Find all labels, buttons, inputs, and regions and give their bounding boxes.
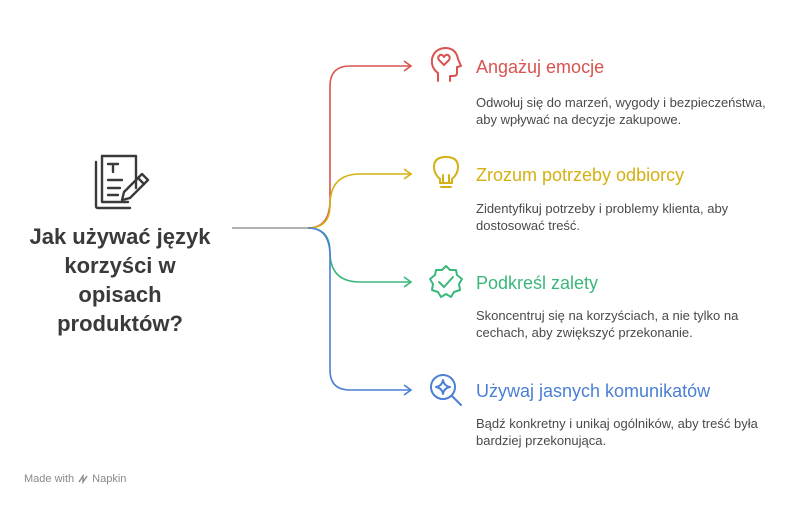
footer-attribution[interactable]: Made with Napkin — [24, 473, 126, 485]
footer-brand: Napkin — [92, 473, 127, 485]
arrow-head-2 — [403, 168, 413, 180]
branch-line-2 — [307, 173, 410, 229]
item-desc-3: Skoncentruj się na korzyściach, a nie ty… — [476, 308, 739, 340]
lightbulb-icon — [433, 156, 459, 188]
arrow-head-1 — [403, 60, 413, 72]
item-title-3: Podkreśl zalety — [476, 273, 599, 293]
badge-check-icon — [429, 265, 463, 298]
item-desc-1: Odwołuj się do marzeń, wygody i bezpiecz… — [476, 95, 766, 127]
footer-made-with: Made with — [24, 473, 75, 485]
item-desc-4: Bądź konkretny i unikaj ogólników, aby t… — [476, 416, 758, 448]
main-title-line-1: Jak używać język — [29, 224, 211, 249]
main-title: Jak używać język korzyści w opisach prod… — [0, 222, 240, 338]
head-heart-icon — [430, 47, 462, 82]
napkin-logo-icon — [78, 474, 88, 484]
item-title-1: Angażuj emocje — [476, 57, 605, 77]
main-title-line-3: opisach — [78, 282, 162, 307]
arrow-head-3 — [403, 276, 413, 288]
item-desc-2: Zidentyfikuj potrzeby i problemy klienta… — [476, 201, 729, 233]
item-title-4: Używaj jasnych komunikatów — [476, 381, 711, 401]
branch-line-1 — [307, 65, 410, 229]
main-title-line-4: produktów? — [57, 311, 183, 336]
main-title-line-2: korzyści w — [64, 253, 176, 278]
item-title-2: Zrozum potrzeby odbiorcy — [476, 165, 685, 185]
branch-line-4 — [307, 227, 410, 391]
branch-line-3 — [307, 227, 410, 283]
magnifier-sparkle-icon — [430, 374, 462, 406]
document-pen-icon — [94, 154, 150, 210]
arrow-head-4 — [403, 384, 413, 396]
